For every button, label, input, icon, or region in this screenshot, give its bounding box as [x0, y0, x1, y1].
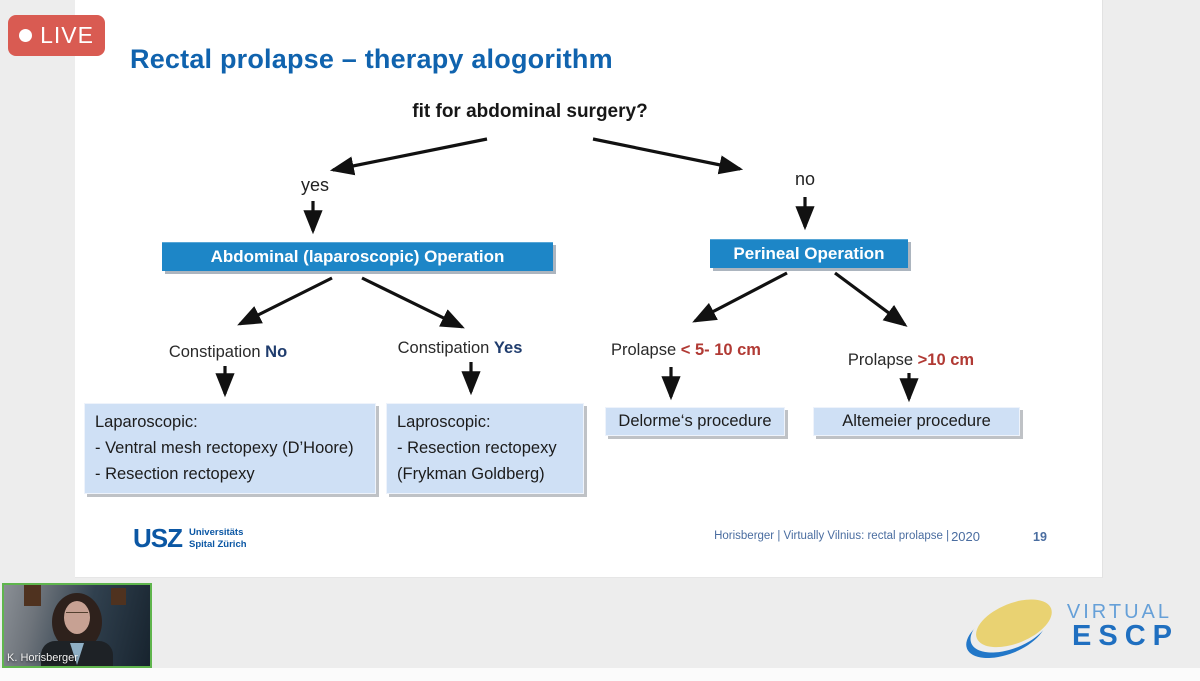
live-dot-icon [19, 29, 33, 42]
slide: Rectal prolapse – therapy alogorithm fit… [75, 0, 1103, 578]
branch-label-no: no [794, 169, 816, 189]
condition-constipation-yes: Constipation Yes [390, 339, 530, 358]
result-line: Laproscopic: [397, 413, 491, 431]
escp-virtual-text: VIRTUAL [1066, 601, 1172, 624]
slide-title: Rectal prolapse – therapy alogorithm [130, 44, 613, 74]
escp-ellipse-icon [966, 599, 1052, 659]
slide-citation: Horisberger | Virtually Vilnius: rectal … [635, 527, 980, 544]
question-label: fit for abdominal surgery? [412, 101, 648, 122]
result-box-delorme: Delorme‘s procedure [605, 407, 785, 436]
condition-constipation-no: Constipation No [161, 343, 295, 362]
result-box-altemeier: Altemeier procedure [813, 407, 1020, 436]
usz-logo: USZ Universitäts Spital Zürich [133, 523, 247, 554]
result-line: - Resection rectopexy [95, 465, 255, 484]
condition-prefix: Prolapse [611, 341, 681, 359]
live-badge-label: LIVE [40, 22, 94, 48]
usz-sub-line1: Universitäts [189, 527, 244, 539]
result-box-laparoscopic-no-constipation: Laparoscopic: - Ventral mesh rectopexy (… [84, 403, 376, 495]
speaker-webcam-tile[interactable]: K. Horisberger [2, 583, 152, 668]
usz-logo-mark: USZ [133, 523, 183, 553]
condition-value: >10 cm [917, 351, 975, 369]
escp-wordmark: VIRTUAL ESCP [1064, 602, 1172, 652]
speaker-face [64, 601, 90, 634]
speaker-name-label: K. Horisberger [7, 652, 78, 664]
slide-page-number: 19 [1033, 530, 1047, 544]
result-line: - Ventral mesh rectopexy (D’Hoore) [95, 439, 354, 458]
citation-text: Horisberger | Virtually Vilnius: rectal … [714, 530, 950, 542]
escp-name-text: ESCP [1072, 620, 1179, 653]
speaker-glasses [66, 612, 88, 616]
picture-frame-left [24, 585, 41, 606]
branch-label-yes: yes [300, 175, 329, 195]
condition-value: Yes [493, 339, 523, 357]
usz-logo-subtitle: Universitäts Spital Zürich [189, 527, 247, 549]
usz-sub-line2: Spital Zürich [189, 538, 247, 550]
condition-prolapse-small: Prolapse < 5- 10 cm [588, 341, 784, 360]
condition-prefix: Constipation [397, 339, 494, 357]
result-line: Laparoscopic: [95, 413, 198, 431]
citation-year: 2020 [951, 529, 980, 544]
virtual-escp-logo: VIRTUAL ESCP [962, 594, 1172, 660]
result-line: (Frykman Goldberg) [397, 465, 545, 484]
abdominal-operation-box: Abdominal (laparoscopic) Operation [162, 242, 553, 271]
condition-value: No [265, 343, 288, 361]
condition-prolapse-large: Prolapse >10 cm [841, 351, 981, 370]
live-badge: LIVE [8, 15, 105, 56]
result-line: - Resection rectopexy [397, 439, 557, 458]
perineal-operation-box: Perineal Operation [710, 239, 908, 268]
picture-frame-right [111, 588, 126, 605]
condition-prefix: Prolapse [847, 351, 918, 369]
condition-value: < 5- 10 cm [680, 341, 761, 359]
result-box-laparoscopic-constipation: Laproscopic: - Resection rectopexy (Fryk… [386, 403, 584, 495]
condition-prefix: Constipation [168, 343, 266, 361]
bottom-strip [0, 668, 1200, 681]
